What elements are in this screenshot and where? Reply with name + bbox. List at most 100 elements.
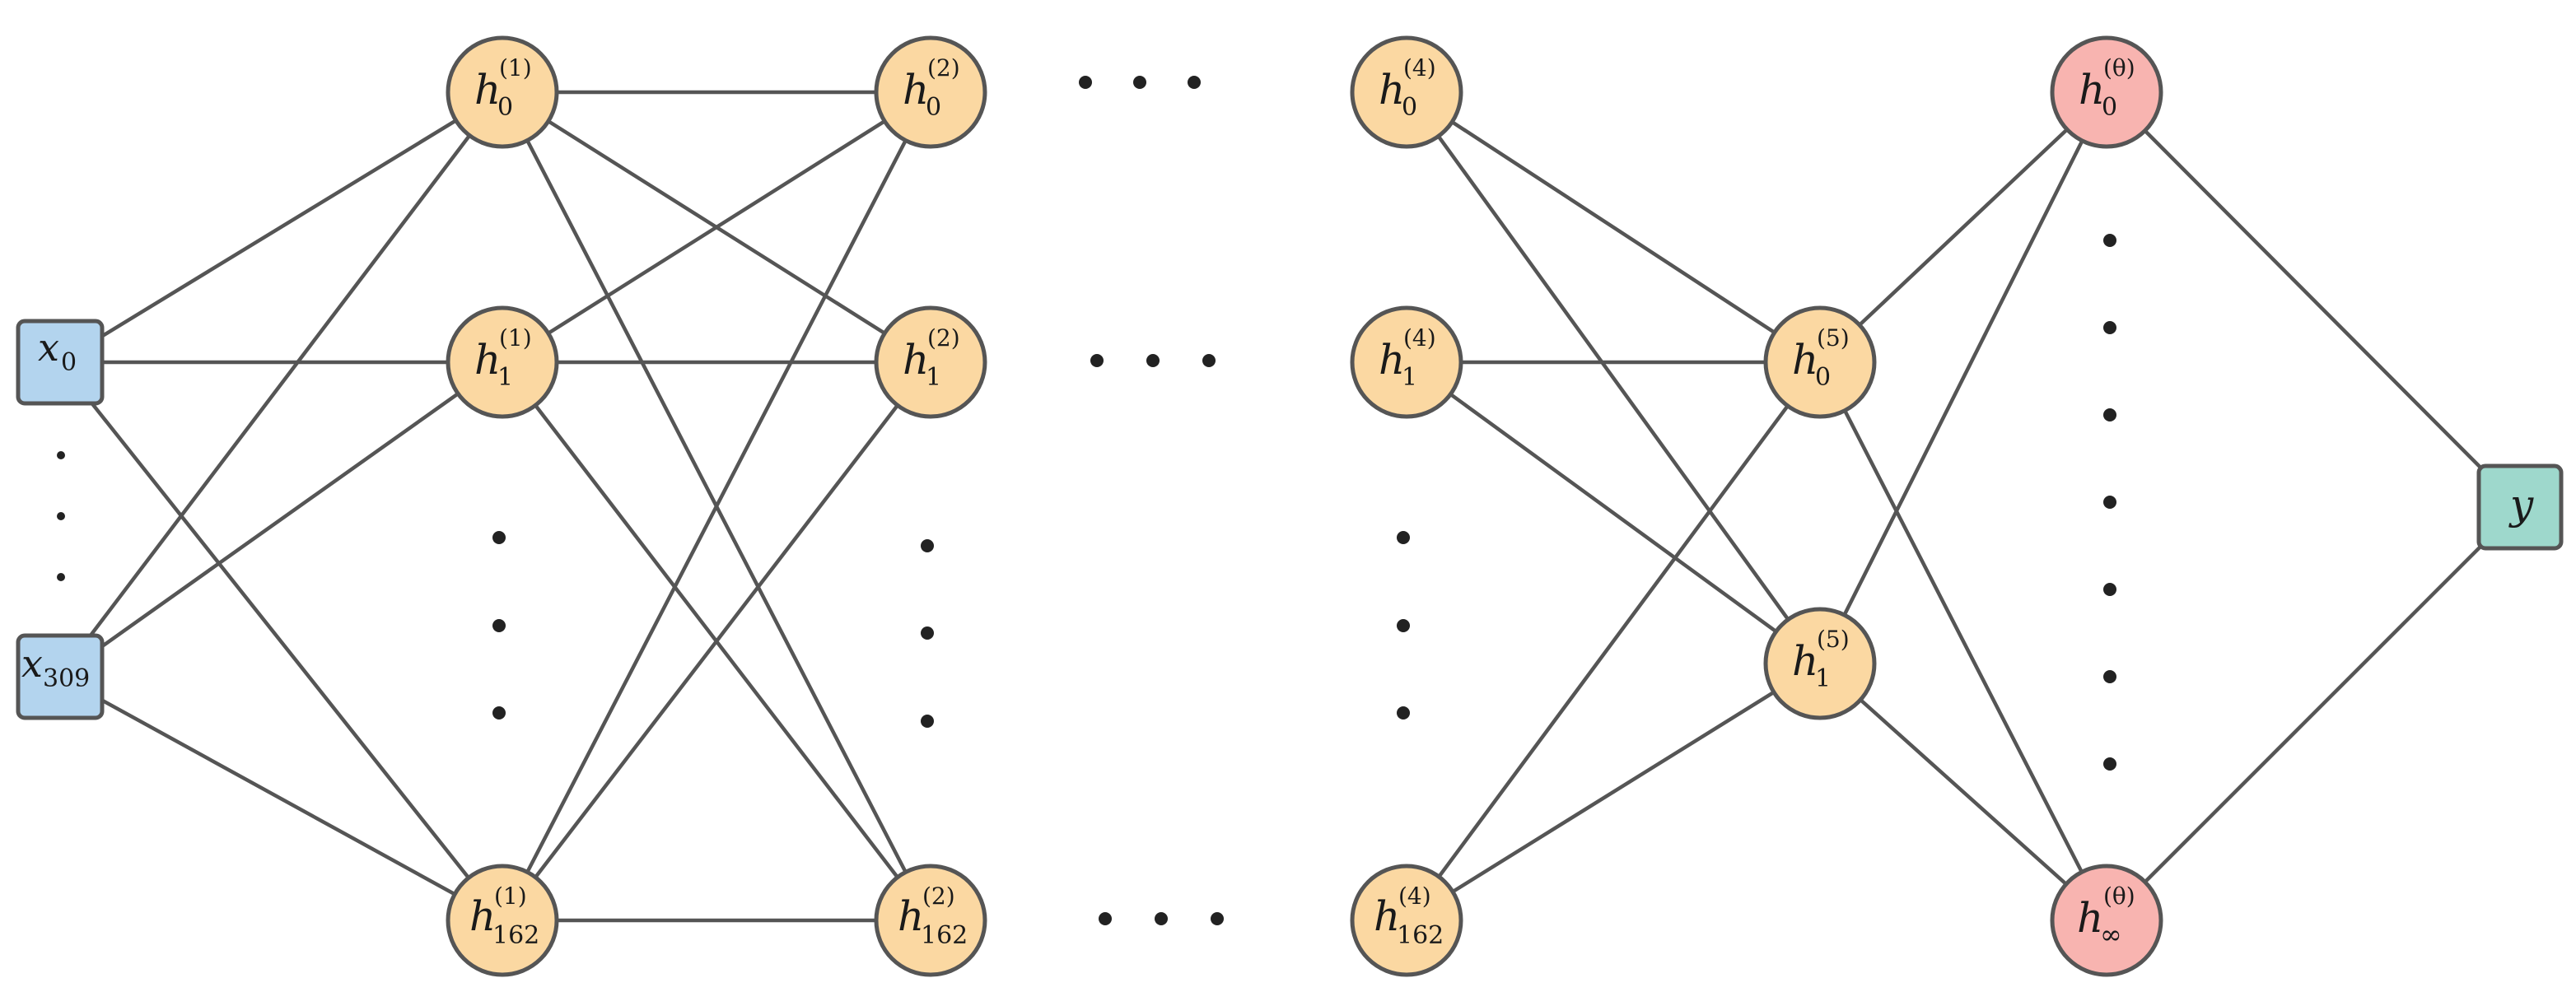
hidden-node-circle xyxy=(874,35,987,149)
ellipsis-dots xyxy=(57,76,2116,925)
hidden-node-circle xyxy=(874,305,987,419)
node-subscript: 162 xyxy=(921,921,968,950)
node-label: h xyxy=(1792,336,1818,384)
hidden-node-circle xyxy=(874,864,987,977)
ellipsis-dot xyxy=(1188,76,1201,89)
theta-node-h0: h (θ) 0 xyxy=(2050,35,2163,149)
node-superscript: (θ) xyxy=(2103,883,2135,910)
node-subscript: 1 xyxy=(1815,664,1831,693)
hidden-layer-4: h (4) 0 h (4) 1 h (4) 162 xyxy=(1350,35,1463,977)
input-node-box xyxy=(16,319,105,406)
edge-h1-162-h2-1 xyxy=(501,361,932,922)
ellipsis-dot xyxy=(492,706,506,720)
node-subscript: ∞ xyxy=(2100,919,2122,950)
ellipsis-dot xyxy=(921,626,934,640)
node-label: h xyxy=(474,66,501,114)
node-superscript: (1) xyxy=(499,324,532,352)
edge-h5-1-ht-0 xyxy=(1818,91,2109,665)
ellipsis-dot xyxy=(1397,619,1410,632)
edge-h1-162-h2-0 xyxy=(501,91,932,922)
hidden-node-circle xyxy=(1350,864,1463,977)
ellipsis-dot xyxy=(1397,706,1410,720)
node-superscript: (4) xyxy=(1403,54,1436,82)
node-label: x xyxy=(38,325,59,370)
ellipsis-dot xyxy=(2103,234,2116,247)
edge-x0-h1-0 xyxy=(58,91,504,364)
node-label: h xyxy=(903,336,929,384)
theta-layer: h (θ) 0 h (θ) ∞ xyxy=(2050,35,2163,977)
input-node-x0: x 0 xyxy=(16,319,105,406)
ellipsis-dot xyxy=(57,451,65,459)
node-superscript: (5) xyxy=(1817,324,1850,352)
hidden-node-h5-1: h (5) 1 xyxy=(1763,607,1877,720)
node-superscript: (4) xyxy=(1398,883,1431,910)
node-subscript: 309 xyxy=(43,664,90,693)
node-label: h xyxy=(1379,336,1405,384)
node-superscript: (4) xyxy=(1403,324,1436,352)
edge-h4-162-h5-0 xyxy=(1405,361,1822,922)
edge-h5-0-ht-inf xyxy=(1818,361,2109,922)
hidden-node-h4-162: h (4) 162 xyxy=(1350,864,1463,977)
edge-h5-1-ht-inf xyxy=(1818,662,2108,922)
edge-ht-0-y xyxy=(2105,91,2522,509)
node-label: h xyxy=(1792,637,1818,685)
node-subscript: 1 xyxy=(1402,363,1417,392)
edge-x0-h1-162 xyxy=(58,361,504,922)
node-superscript: (2) xyxy=(927,324,960,352)
node-subscript: 0 xyxy=(61,348,77,377)
hidden-layer-1: h (1) 0 h (1) 1 h (1) 162 xyxy=(446,35,559,977)
node-superscript: (5) xyxy=(1817,626,1850,653)
output-node-y: y xyxy=(2476,463,2564,551)
ellipsis-dot xyxy=(1079,76,1092,89)
ellipsis-dot xyxy=(921,539,934,552)
hidden-node-h1-162: h (1) 162 xyxy=(446,864,559,977)
ellipsis-dot xyxy=(2103,583,2116,596)
node-label: h xyxy=(1374,892,1400,940)
edge-h4-0-h5-1 xyxy=(1405,91,1822,665)
ellipsis-dot xyxy=(2103,321,2116,334)
ellipsis-dot xyxy=(1397,531,1410,544)
ellipsis-dot xyxy=(2103,496,2116,509)
ellipsis-dot xyxy=(1155,912,1168,925)
ellipsis-dot xyxy=(57,512,65,520)
hidden-node-h1-1: h (1) 1 xyxy=(446,305,559,419)
theta-node-circle xyxy=(2050,864,2163,977)
node-subscript: 162 xyxy=(492,921,539,950)
node-label: h xyxy=(474,336,501,384)
hidden-node-h4-1: h (4) 1 xyxy=(1350,305,1463,419)
hidden-node-circle xyxy=(1763,607,1877,720)
hidden-node-h4-0: h (4) 0 xyxy=(1350,35,1463,149)
theta-node-circle xyxy=(2050,35,2163,149)
node-label: h xyxy=(469,892,496,940)
ellipsis-dot xyxy=(2103,408,2116,421)
edge-ht-inf-y xyxy=(2105,505,2522,922)
node-label: h xyxy=(898,892,924,940)
input-node-box xyxy=(16,633,105,720)
edge-h4-162-h5-1 xyxy=(1405,662,1822,922)
node-label: y xyxy=(2508,481,2534,529)
ellipsis-dot xyxy=(492,619,506,632)
hidden-node-circle xyxy=(1763,305,1877,419)
hidden-node-circle xyxy=(446,305,559,419)
hidden-node-h2-0: h (2) 0 xyxy=(874,35,987,149)
edge-x309-h1-162 xyxy=(58,675,504,922)
node-label: h xyxy=(1379,66,1405,114)
node-subscript: 1 xyxy=(926,363,941,392)
node-subscript: 0 xyxy=(926,93,941,122)
edge-h5-0-ht-0 xyxy=(1818,91,2108,364)
edge-x309-h1-0 xyxy=(58,91,504,678)
input-layer: x 0 x 309 xyxy=(16,319,105,720)
hidden-layer-2: h (2) 0 h (2) 1 h (2) 162 xyxy=(874,35,987,977)
node-superscript: (2) xyxy=(922,883,955,910)
hidden-node-circle xyxy=(446,864,559,977)
hidden-node-h2-162: h (2) 162 xyxy=(874,864,987,977)
edge-x309-h1-1 xyxy=(58,361,504,678)
ellipsis-dot xyxy=(921,715,934,728)
node-superscript: (1) xyxy=(499,54,532,82)
hidden-node-circle xyxy=(1350,35,1463,149)
hidden-node-h2-1: h (2) 1 xyxy=(874,305,987,419)
hidden-node-h1-0: h (1) 0 xyxy=(446,35,559,149)
hidden-node-circle xyxy=(1350,305,1463,419)
node-superscript: (θ) xyxy=(2103,54,2135,82)
